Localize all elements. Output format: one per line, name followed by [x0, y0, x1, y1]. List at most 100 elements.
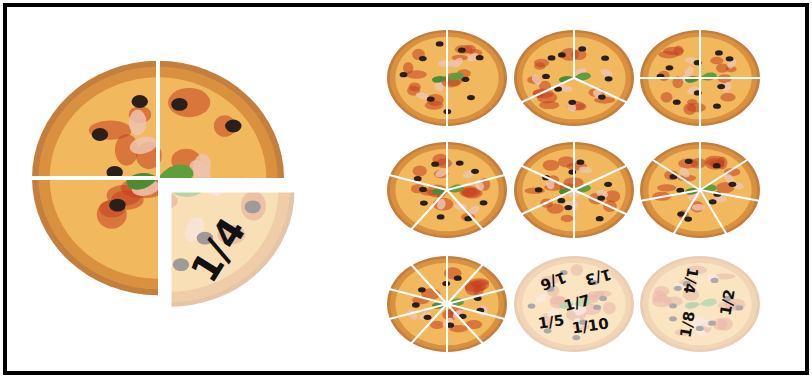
olive — [92, 128, 108, 141]
basil-leaf — [126, 173, 158, 190]
olive — [467, 95, 475, 100]
slice-cut — [156, 56, 160, 178]
olive — [715, 50, 723, 55]
slice-cut — [446, 256, 448, 304]
small-pizza — [514, 30, 634, 126]
slice-cut — [641, 190, 700, 201]
slice-cut — [411, 304, 447, 343]
olive — [598, 94, 606, 99]
olive — [456, 160, 464, 165]
tomato-sauce — [168, 88, 210, 117]
tomato-sauce — [433, 198, 454, 211]
olive — [171, 98, 187, 111]
slice-cut — [446, 78, 448, 126]
slice-cut — [574, 78, 626, 102]
slice-cut — [674, 190, 700, 234]
basil-leaf — [432, 76, 447, 83]
olive — [109, 199, 125, 212]
olive — [713, 163, 721, 168]
tomato-sauce — [683, 103, 696, 115]
olive — [601, 56, 609, 61]
ham-piece — [692, 204, 705, 211]
olive — [666, 65, 674, 70]
fade-overlay — [513, 255, 635, 353]
quarter-slice — [42, 72, 298, 310]
slice-cut — [389, 289, 447, 304]
olive — [132, 95, 148, 108]
fade-overlay — [639, 255, 761, 353]
olive — [400, 72, 408, 77]
olive — [709, 199, 717, 204]
olive — [542, 74, 550, 79]
small-pizza — [387, 30, 507, 127]
ham-piece — [437, 60, 451, 68]
olive — [471, 169, 479, 174]
fraction-label: 1/10 — [571, 316, 610, 336]
whole-pizza — [27, 56, 298, 310]
basil-leaf — [158, 164, 193, 183]
tomato-sauce — [657, 184, 676, 191]
fraction-label: 1/8 — [678, 310, 697, 339]
fraction-label: 1/5 — [537, 313, 565, 332]
olive — [558, 52, 566, 57]
tomato-sauce — [543, 160, 560, 171]
slice-cut — [411, 190, 447, 229]
tomato-sauce — [710, 57, 723, 65]
slice-cut — [522, 190, 574, 214]
pizza-crust — [640, 142, 760, 238]
fraction-label: 1/2 — [718, 288, 737, 317]
small-pizza — [387, 142, 507, 238]
olive — [412, 302, 420, 307]
slice-cut — [639, 77, 700, 79]
slice-cut — [389, 175, 447, 190]
slice-cut — [574, 190, 626, 214]
small-pizza — [639, 255, 761, 353]
slice-cut — [447, 304, 483, 343]
olive — [729, 182, 737, 187]
slice-cut — [699, 142, 701, 190]
olive — [548, 55, 556, 60]
basil-leaf — [685, 76, 700, 83]
fraction-label: 1/4 — [680, 266, 699, 295]
olive — [454, 275, 462, 280]
olive — [437, 214, 445, 219]
tomato-sauce — [525, 188, 545, 194]
tomato-sauce — [720, 93, 735, 102]
pizza-crust — [387, 30, 507, 126]
tomato-sauce — [471, 279, 489, 290]
slice-cut — [446, 142, 448, 190]
tomato-sauce — [710, 160, 724, 168]
olive — [535, 187, 543, 192]
pizza-crust — [514, 142, 634, 238]
ham-piece — [530, 73, 543, 85]
olive — [420, 200, 428, 205]
pizza-crust — [640, 30, 760, 126]
slice-cut — [447, 304, 505, 319]
olive — [597, 195, 605, 200]
slice-cut — [700, 77, 761, 79]
slice-cut — [573, 30, 575, 78]
small-pizza — [639, 30, 760, 127]
slice-cut — [446, 30, 448, 78]
pizza-crust — [387, 256, 507, 352]
slice-cut — [447, 190, 483, 229]
slice-cut — [574, 166, 626, 190]
olive — [576, 160, 584, 165]
pizza-crust — [640, 256, 760, 352]
ham-piece — [578, 166, 593, 175]
slice-cut — [700, 190, 726, 234]
olive — [684, 216, 692, 221]
olive — [225, 120, 241, 133]
slice-cut — [446, 304, 448, 352]
slice-cut — [27, 176, 158, 180]
olive — [564, 205, 572, 210]
fade-overlay — [170, 191, 298, 310]
tomato-sauce — [430, 321, 444, 329]
olive — [458, 48, 466, 53]
pizza-crust — [514, 256, 634, 352]
ham-piece — [451, 56, 465, 69]
small-pizza — [514, 142, 634, 239]
tomato-sauce — [413, 166, 427, 177]
pizza-crust — [514, 30, 634, 126]
olive — [424, 315, 432, 320]
